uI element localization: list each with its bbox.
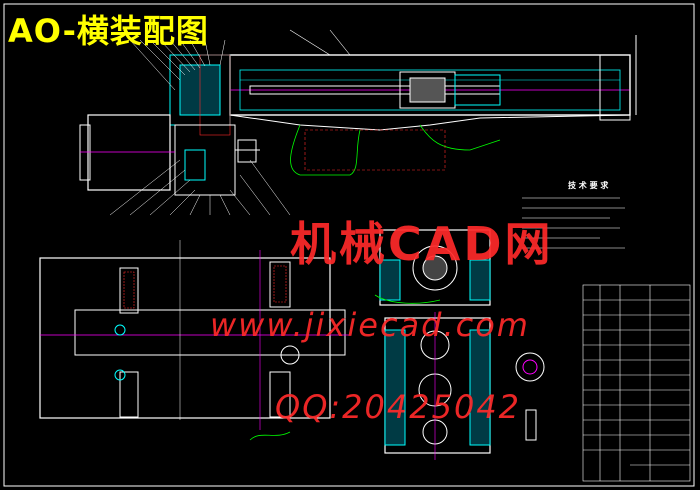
leader-lines	[109, 39, 291, 216]
watermark-site-name: 机械CAD网	[290, 217, 554, 271]
tech-requirements-title: 技 术 要 求	[568, 181, 609, 190]
tech-notes-lines	[522, 197, 625, 249]
drawing-frame	[3, 3, 695, 487]
watermark-url: www.jixiecad.com	[210, 306, 530, 344]
section-view-a	[374, 229, 491, 306]
title-block	[582, 284, 691, 482]
motor-body	[87, 114, 171, 191]
main-section-view	[79, 29, 637, 196]
section-view-b	[384, 312, 491, 460]
drawing-title: AO-横装配图	[8, 12, 209, 50]
gear-detail-view	[515, 352, 545, 441]
plan-view	[39, 240, 350, 441]
watermark-qq: QQ:20425042	[275, 388, 522, 426]
